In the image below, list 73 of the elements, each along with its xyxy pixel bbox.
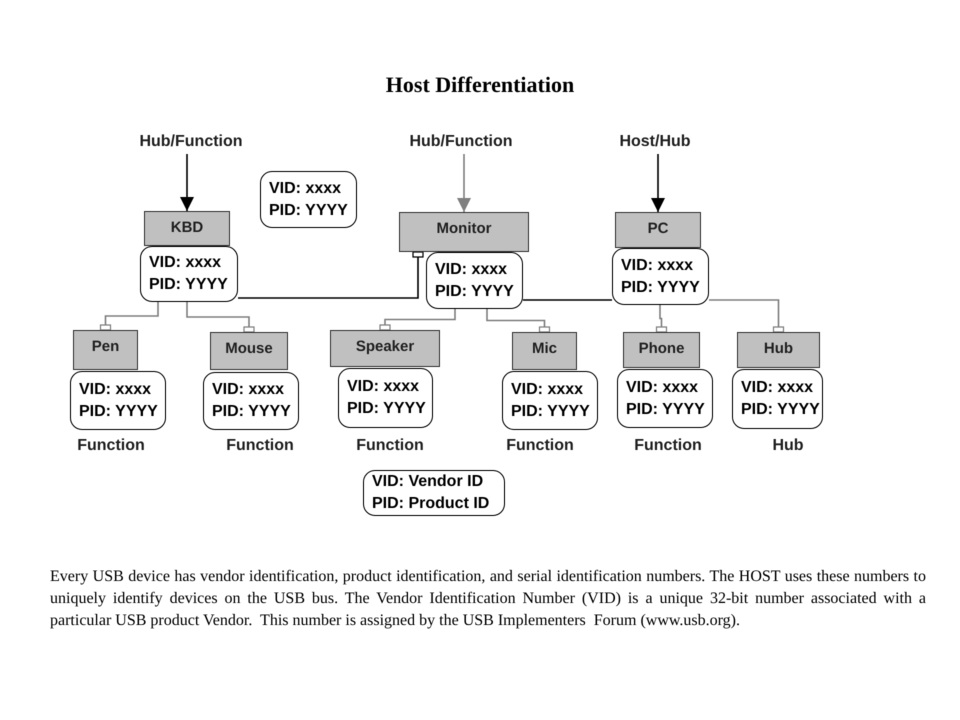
connector-line	[100, 302, 159, 331]
device-name: Hub	[764, 340, 794, 359]
id-text: PID: YYYY	[79, 402, 159, 422]
id-text: PID: YYYY	[741, 400, 821, 420]
device-box	[330, 330, 440, 367]
device-name: Monitor	[436, 220, 492, 239]
id-text: VID: xxxx	[741, 378, 814, 398]
id-text: PID: YYYY	[347, 399, 427, 419]
role-text: Function	[505, 436, 575, 456]
device-box	[623, 332, 700, 368]
id-text: VID: xxxx	[79, 380, 152, 400]
device-name: Mouse	[225, 340, 273, 359]
id-box	[203, 372, 299, 430]
role-text: Function	[76, 436, 146, 456]
id-text: PID: YYYY	[511, 402, 591, 422]
connector-line	[656, 305, 668, 333]
id-text: VID: xxxx	[435, 260, 508, 280]
role-text: Function	[355, 436, 425, 456]
id-text: VID: xxxx	[511, 380, 584, 400]
role-text: Hub	[771, 436, 805, 456]
connector-line	[709, 299, 784, 333]
device-name: KBD	[170, 219, 204, 238]
connector-line	[379, 309, 456, 331]
id-text: PID: YYYY	[149, 275, 229, 295]
device-box	[73, 330, 138, 370]
connector-line	[523, 299, 612, 301]
id-box	[70, 371, 166, 430]
connector-line	[238, 251, 424, 299]
id-box	[732, 369, 823, 429]
caption-paragraph: Every USB device has vendor identification, product identification, and serial identification numbers. The HOST uses these numbers to uniquely identify devices on the USB bus. The Vendor Identification Number (VID) is a unique 32-bit number associated with a particular USB product Vendor. This number is assigned by the USB Implementers Forum (www.usb.org).	[50, 567, 926, 631]
id-text: VID: xxxx	[212, 380, 286, 400]
id-box	[617, 369, 713, 428]
device-box	[399, 212, 529, 252]
id-text: VID: Vendor ID	[372, 472, 484, 492]
arrow	[180, 154, 194, 211]
id-box	[426, 252, 523, 309]
id-box	[260, 171, 357, 228]
diagram-title: Host Differentiation	[386, 71, 574, 99]
id-text: VID: xxxx	[621, 256, 694, 276]
role-label: Host/Hub	[605, 130, 705, 154]
id-text: PID: Product ID	[372, 494, 490, 514]
role-label: Hub/Function	[126, 130, 256, 154]
device-name: Phone	[638, 340, 684, 359]
id-text: VID: xxxx	[626, 378, 700, 398]
role-text: Function	[633, 436, 703, 456]
connector-line	[486, 309, 550, 333]
id-box	[338, 368, 433, 428]
connector-line	[186, 302, 255, 333]
device-box	[144, 211, 230, 246]
id-text: PID: YYYY	[269, 200, 349, 220]
device-box	[615, 212, 701, 248]
device-box	[512, 332, 577, 370]
id-text: VID: xxxx	[149, 253, 222, 273]
id-text: PID: YYYY	[435, 282, 515, 302]
device-name: Pen	[92, 338, 120, 357]
id-box	[140, 246, 238, 302]
arrow	[651, 154, 665, 212]
id-text: PID: YYYY	[621, 278, 701, 298]
id-box	[363, 470, 505, 516]
role-label: Hub/Function	[396, 130, 526, 154]
id-box	[502, 371, 598, 430]
id-text: VID: xxxx	[347, 377, 420, 397]
device-name: Mic	[532, 340, 557, 359]
id-text: PID: YYYY	[626, 400, 706, 420]
device-name: PC	[648, 220, 668, 239]
device-box	[210, 332, 288, 370]
role-text: Function	[225, 436, 295, 456]
id-box	[612, 248, 709, 305]
device-name: Speaker	[356, 338, 414, 357]
device-box	[737, 332, 820, 368]
id-text: VID: xxxx	[269, 178, 342, 198]
arrow	[457, 154, 471, 212]
id-text: PID: YYYY	[212, 402, 292, 422]
